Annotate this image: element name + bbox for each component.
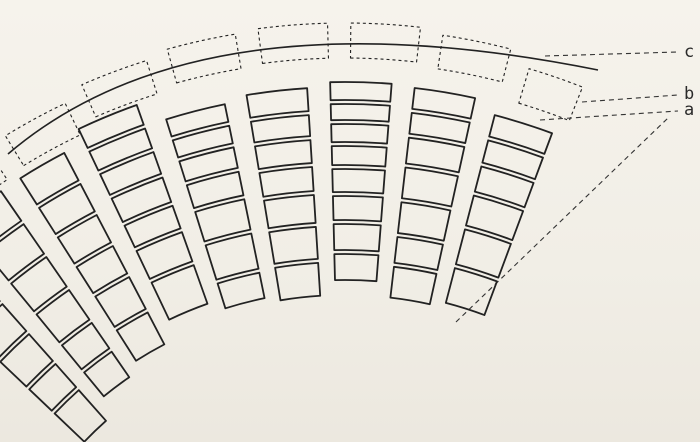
cell-col2-row5 [0, 224, 44, 280]
cell-col8-row1 [390, 267, 436, 304]
cell-col2-row2 [62, 323, 109, 369]
cell-col1-row4 [0, 304, 26, 359]
dashed-cell-5 [167, 34, 241, 83]
cell-col3-row6 [20, 153, 78, 205]
cell-col3-row4 [58, 215, 111, 264]
dashed-cell-6 [258, 23, 329, 63]
cell-col7-row6 [331, 124, 388, 144]
cell-col7-row3 [333, 196, 383, 221]
cell-col2-row6 [0, 191, 21, 249]
dashed-cell-3 [5, 103, 80, 165]
cell-col7-row1 [334, 254, 378, 281]
dashed-cell-2 [0, 148, 7, 218]
cell-col4-row3 [125, 206, 181, 248]
cell-col7-row2 [334, 224, 381, 251]
cell-col7-row7 [331, 104, 390, 122]
cell-col5-row4 [187, 172, 244, 208]
cell-col5-row6 [173, 126, 233, 158]
cell-col1-row1 [55, 390, 106, 442]
cell-col7-row4 [332, 169, 385, 193]
cell-col4-row5 [100, 152, 161, 195]
cell-col7-row8 [330, 82, 391, 102]
dashed-cell-4 [82, 61, 157, 117]
cell-col3-row2 [95, 277, 145, 327]
cell-col5-row2 [206, 234, 259, 280]
cell-col3-row1 [117, 312, 165, 360]
cell-col2-row4 [11, 257, 67, 311]
cell-col9-row6 [489, 115, 552, 154]
cell-col1-row2 [29, 364, 76, 411]
cell-col8-row4 [402, 167, 458, 206]
cell-col8-row3 [398, 202, 451, 240]
dashed-cell-layer [0, 23, 582, 384]
cell-col9-row3 [466, 196, 523, 241]
cell-col8-row2 [394, 237, 442, 270]
cell-col8-row5 [406, 138, 464, 173]
cell-col9-row5 [482, 140, 543, 179]
leader-line-b [582, 95, 678, 102]
dashed-cell-7 [351, 23, 421, 62]
cell-col6-row7 [247, 88, 309, 118]
cell-col4-row2 [137, 232, 193, 279]
cell-col2-row3 [37, 290, 90, 342]
cell-col6-row4 [259, 167, 313, 197]
cell-col6-row6 [251, 115, 310, 142]
leader-line-a2 [456, 118, 668, 322]
leader-line-c [545, 52, 678, 56]
cell-col6-row3 [264, 195, 316, 228]
solid-cell-layer [0, 82, 552, 442]
label-c: c [684, 44, 694, 61]
cell-col5-row5 [179, 147, 237, 181]
cell-col6-row5 [255, 140, 312, 169]
cell-col2-row1 [84, 352, 129, 397]
cell-col4-row4 [112, 178, 172, 223]
cell-col5-row7 [166, 104, 228, 136]
cell-col6-row2 [269, 227, 318, 264]
cell-col3-row5 [39, 184, 95, 234]
leader-line-a1 [540, 111, 678, 120]
cell-col1-row3 [0, 334, 53, 387]
cell-col3-row3 [77, 246, 128, 293]
cell-col9-row4 [475, 166, 534, 207]
cell-col6-row1 [275, 263, 320, 300]
label-a: a [684, 102, 694, 119]
dashed-cell-8 [438, 35, 511, 82]
cell-col4-row1 [152, 265, 208, 320]
dashed-cell-9 [519, 69, 583, 121]
cell-col7-row5 [332, 146, 387, 167]
